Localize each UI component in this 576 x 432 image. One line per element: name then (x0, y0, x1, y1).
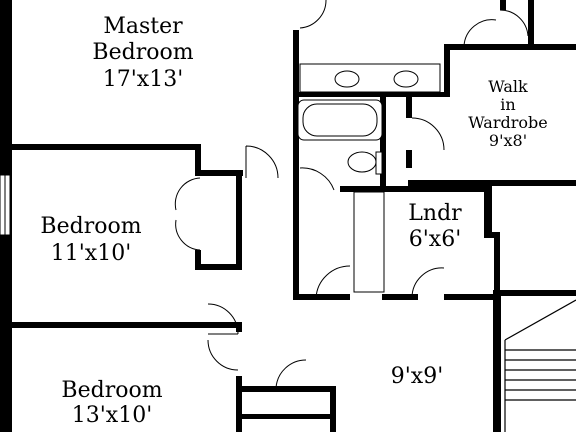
wardrobe-label-2: in (500, 95, 515, 114)
laundry-east-wall-b (484, 232, 500, 238)
top-right-door (499, 9, 529, 37)
toilet-tank (375, 151, 383, 175)
toilet-room-south-wall (340, 186, 386, 192)
closet-wall-a (195, 144, 201, 174)
bedroom2-size: 13'x10' (72, 403, 153, 428)
bath-west-wall (293, 30, 299, 300)
master-bedroom-south-wall (10, 144, 200, 150)
bedroom1-label: Bedroom (40, 214, 141, 239)
window (0, 174, 11, 236)
laundry-size: 6'x6' (409, 227, 462, 252)
wardrobe-entry-door (463, 19, 497, 47)
doors (174, 0, 529, 389)
master-bedroom-label-1: Master (103, 14, 183, 39)
master-bedroom-label-2: Bedroom (92, 40, 193, 65)
wardrobe-jamb-low (406, 150, 412, 168)
bedroom2-door (207, 339, 239, 371)
wardrobe-divider (386, 92, 450, 97)
bottom-closet-east-wall (330, 386, 336, 432)
wardrobe-west-wall (444, 44, 450, 96)
toilet-room-door (299, 167, 335, 191)
wardrobe-size: 9'x8' (489, 131, 527, 150)
closet-wall-b (195, 170, 243, 176)
bottom-closet-north-wall (236, 386, 336, 392)
laundry-south-wall (444, 294, 500, 300)
wardrobe-jamb (406, 96, 412, 118)
bedroom1-east-wall (236, 170, 242, 270)
laundry-door (411, 267, 445, 299)
bottom-closet-west-wall (236, 376, 242, 432)
stairs (504, 299, 576, 432)
wardrobe-label-3: Wardrobe (468, 113, 547, 132)
laundry-east-wall-a (484, 186, 492, 236)
master-bedroom-size: 17'x13' (103, 67, 184, 92)
closet-wall-c (195, 264, 242, 270)
bedroom1-size: 11'x10' (51, 241, 132, 266)
bedroom1-south-wall (10, 322, 242, 328)
bathtub-inner (302, 103, 378, 137)
vanity-counter (299, 63, 441, 93)
bath-south-wall-right (382, 294, 418, 300)
wardrobe-divider-north (528, 0, 534, 50)
laundry-label: Lndr (408, 201, 462, 226)
wardrobe-north-wall (444, 44, 576, 50)
top-jamb (500, 0, 506, 10)
toilet (347, 151, 377, 173)
master-entry-door (245, 145, 279, 179)
bath-counter (353, 191, 385, 293)
sink-left (334, 70, 360, 88)
wardrobe-door (411, 117, 445, 151)
bottom-closet-door (275, 359, 307, 389)
bedroom1-door (207, 303, 239, 335)
bottom-closet-shelf (236, 414, 336, 419)
toilet-room-east-wall (380, 92, 386, 192)
sink-right (393, 70, 419, 88)
vanity-wall (295, 92, 395, 97)
wardrobe-south-wall (408, 180, 576, 186)
bath-door (315, 265, 351, 299)
closet-wall-d (195, 250, 201, 270)
top-door (299, 0, 327, 29)
laundry-north-wall (380, 186, 490, 192)
door-jamb (236, 322, 242, 332)
wardrobe-label-1: Walk (488, 77, 528, 96)
stair-north-wall (500, 290, 576, 296)
bath-south-wall-left (293, 294, 350, 300)
laundry-east-wall-c (494, 232, 500, 300)
landing-size: 9'x9' (391, 364, 444, 389)
bedroom2-label: Bedroom (61, 378, 162, 403)
stair-west-wall (493, 290, 501, 432)
fixtures (297, 63, 441, 293)
room-labels: Master Bedroom 17'x13' Walk in Wardrobe … (40, 14, 547, 428)
closet-double-doors (174, 177, 201, 251)
